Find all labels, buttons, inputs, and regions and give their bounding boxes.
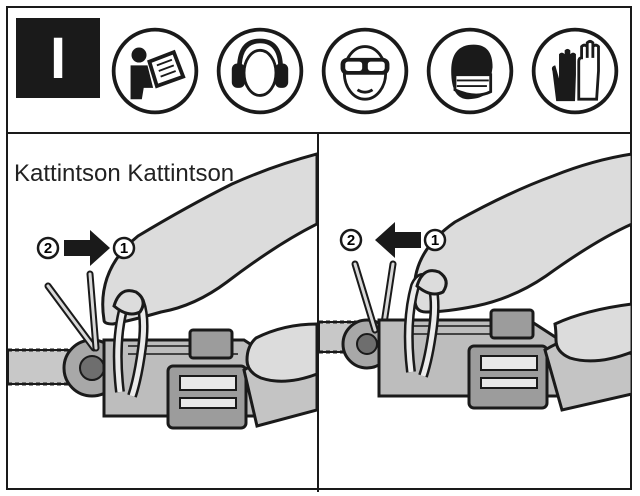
step-badge: I xyxy=(16,18,100,98)
arrow-left-icon xyxy=(375,222,421,258)
instruction-figure: I xyxy=(6,6,632,492)
safety-header: I xyxy=(8,8,630,134)
panel-right: 2 1 xyxy=(319,134,632,490)
marker-from-label: 2 xyxy=(347,232,355,249)
marker-to-label: 1 xyxy=(431,232,439,249)
panel-right-illustration: 2 1 xyxy=(319,152,632,412)
panel-divider xyxy=(317,132,319,492)
marker-to-circle xyxy=(423,228,447,252)
arrow-right-icon xyxy=(64,230,110,266)
marker-to-circle xyxy=(112,236,136,260)
marker-to-label: 1 xyxy=(120,240,128,257)
marker-from-label: 2 xyxy=(44,240,52,257)
marker-from-circle xyxy=(36,236,60,260)
eye-protection-icon xyxy=(321,27,409,115)
read-manual-icon xyxy=(111,27,199,115)
panel-left-caption: Kattintson Kattintson xyxy=(14,160,235,187)
ear-protection-icon xyxy=(216,27,304,115)
panel-left: 2 1 Kattintson Kattintson xyxy=(8,134,317,490)
dust-mask-icon xyxy=(426,27,514,115)
gloves-icon xyxy=(531,27,619,115)
marker-from-circle xyxy=(339,228,363,252)
safety-icons xyxy=(100,24,630,124)
panel-left-illustration: 2 1 xyxy=(8,152,317,430)
